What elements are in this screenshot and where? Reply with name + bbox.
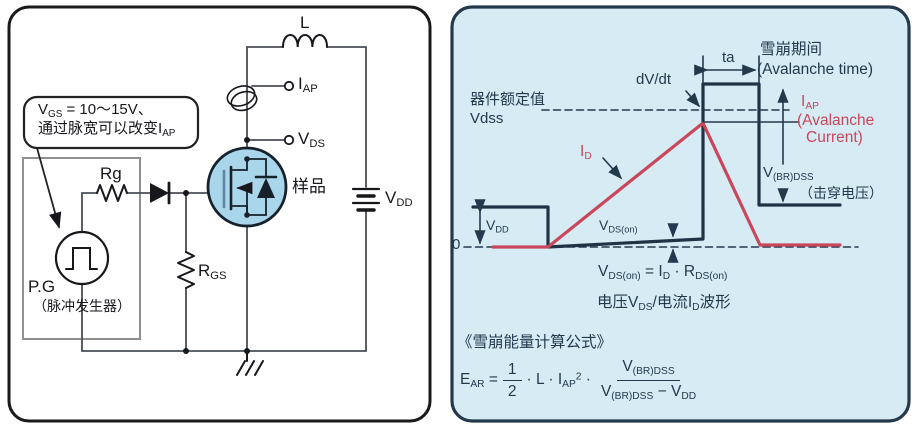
mosfet-symbol — [206, 146, 288, 228]
rgs-label: RGS — [198, 261, 227, 283]
vds-tap-label: VDS — [298, 129, 325, 151]
vdson-label: VDS(on) — [599, 217, 638, 235]
vdd-supply-label: VDD — [385, 188, 413, 210]
ear-mid: · L · IAP2 · — [526, 370, 591, 390]
callout-line2: 通过脉宽可以改变IAP — [38, 120, 176, 139]
vdson-equation: VDS(on) = ID · RDS(on) — [598, 263, 728, 282]
series-diode — [150, 181, 171, 205]
iap-label: IAP — [801, 93, 819, 112]
vds-waveform — [471, 82, 842, 249]
iap-terminal — [283, 80, 295, 92]
vbrdss-label: V(BR)DSS — [763, 164, 814, 183]
id-pointer-arrow — [602, 157, 623, 180]
ta-label: ta — [722, 49, 735, 66]
id-waveform — [491, 121, 842, 249]
breakdown-cn-label: （击穿电压） — [799, 185, 883, 201]
zero-label: 0 — [452, 236, 461, 253]
inductor-coil — [282, 34, 328, 48]
ear-formula: EAR = 1 2 · L · IAP2 · V(BR)DSS V(BR)DSS… — [460, 358, 706, 402]
waveform-graph — [463, 55, 859, 263]
dvdt-label: dV/dt — [636, 71, 672, 88]
rg-label: Rg — [100, 164, 122, 183]
body-diode — [257, 178, 275, 198]
iap-en2-label: Current) — [806, 129, 863, 146]
rg-resistor — [96, 184, 128, 202]
vdd-level-label: VDD — [486, 217, 509, 235]
callout-pointer-arrow — [36, 147, 62, 229]
avalanche-time-cn-label: 雪崩期间 — [760, 41, 823, 58]
waveform-caption: 电压VDS/电流ID波形 — [597, 294, 731, 313]
callout-line1: VGS = 10～15V、 — [38, 101, 153, 120]
current-probe-icon — [226, 85, 258, 112]
rgs-resistor — [177, 251, 195, 289]
rated-value-line2: Vdss — [470, 110, 504, 127]
ear-lhs: EAR = — [460, 370, 498, 390]
iap-tap-label: IAP — [298, 74, 318, 96]
inductor-label: L — [300, 13, 310, 32]
formula-title: 《雪崩能量计算公式》 — [457, 334, 613, 351]
avalanche-time-en-label: (Avalanche time) — [757, 61, 874, 78]
callout-balloon — [22, 95, 200, 150]
vds-terminal — [283, 134, 295, 146]
avalanche-test-circuit — [22, 34, 381, 376]
dvdt-pointer-arrow — [685, 90, 701, 108]
battery-icon — [351, 187, 381, 212]
id-label: ID — [580, 143, 592, 162]
sample-label: 样品 — [292, 177, 326, 196]
ta-measure — [694, 55, 760, 85]
rated-value-line1: 器件额定值 — [470, 91, 546, 108]
pulse-generator-icon — [54, 230, 110, 286]
iap-en1-label: (Avalanche — [797, 112, 875, 129]
fraction-one-half: 1 2 — [502, 361, 522, 400]
pg-label: P.G — [28, 277, 56, 296]
pg-cn-label: （脉冲发生器） — [33, 298, 131, 314]
fraction-vbrdss: V(BR)DSS V(BR)DSS − VDD — [600, 358, 697, 402]
junction-dots — [183, 137, 250, 354]
